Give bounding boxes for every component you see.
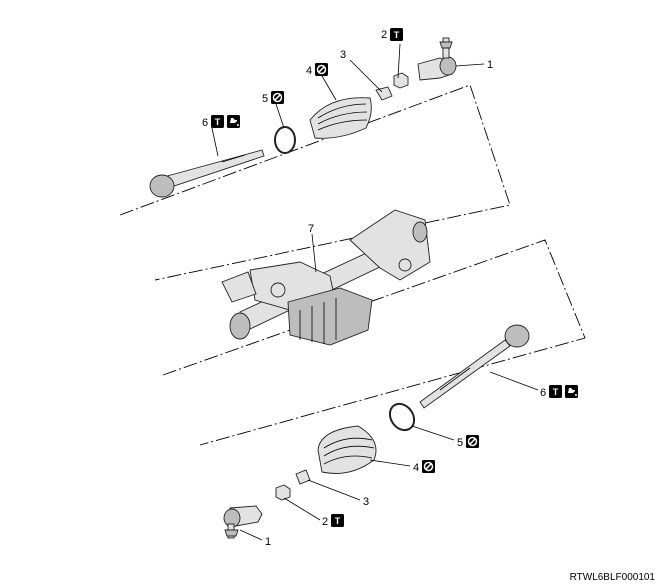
callout-4-upper: 4 xyxy=(306,65,312,77)
torque-icon xyxy=(331,514,344,527)
torque-icon xyxy=(549,385,562,398)
inner-tie-rod-lower xyxy=(419,324,530,409)
torque-icon xyxy=(211,115,224,128)
lock-nut-upper xyxy=(393,72,409,89)
callout-3-upper: 3 xyxy=(340,49,346,61)
grease-icon xyxy=(565,385,578,398)
no-reuse-icon xyxy=(421,459,436,474)
torque-icon xyxy=(390,28,403,41)
reference-code: RTWL6BLF000101 xyxy=(570,572,656,583)
tie-rod-end-upper xyxy=(417,37,457,81)
callout-6-upper: 6 xyxy=(202,117,208,129)
boot-clip-upper xyxy=(274,126,296,154)
no-reuse-icon xyxy=(465,434,480,449)
lock-nut-lower xyxy=(275,484,291,501)
callout-1-lower: 1 xyxy=(265,536,271,548)
boot-clip-lower xyxy=(388,402,416,432)
inner-tie-rod-upper xyxy=(149,149,265,198)
callout-4-lower: 4 xyxy=(413,462,419,474)
callout-2-lower: 2 xyxy=(322,516,328,528)
callout-1-upper: 1 xyxy=(487,59,493,71)
callout-3-lower: 3 xyxy=(363,496,369,508)
callout-6-lower: 6 xyxy=(540,387,546,399)
boot-clamp-lower xyxy=(295,469,311,485)
rack-boot-upper xyxy=(309,97,372,139)
grease-icon xyxy=(227,115,240,128)
callout-7: 7 xyxy=(308,223,314,235)
upper-alignment-chain xyxy=(119,84,511,281)
callout-5-upper: 5 xyxy=(262,93,268,105)
steering-gear-assembly xyxy=(221,209,431,346)
tie-rod-end-lower xyxy=(223,505,263,539)
no-reuse-icon xyxy=(314,62,329,77)
callout-5-lower: 5 xyxy=(457,437,463,449)
rack-boot-lower xyxy=(317,425,377,474)
callout-2-upper: 2 xyxy=(381,29,387,41)
no-reuse-icon xyxy=(270,90,285,105)
